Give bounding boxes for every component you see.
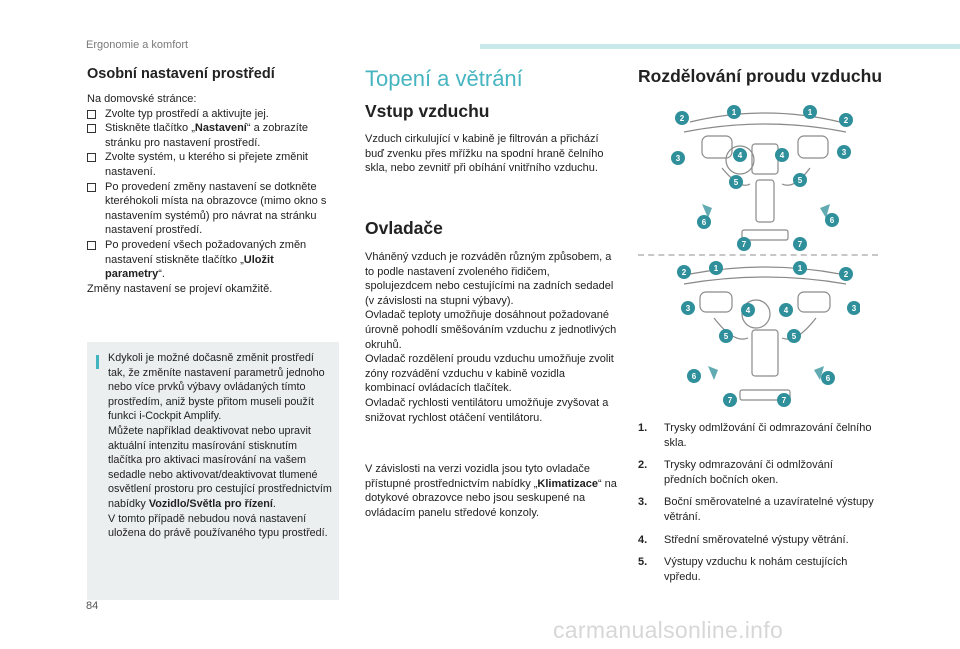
callout-3-right: 3 [847, 301, 860, 315]
svg-text:5: 5 [724, 332, 729, 341]
checkbox-bullet-icon [87, 182, 96, 192]
checkbox-bullet-icon [87, 240, 96, 250]
svg-text:1: 1 [714, 264, 719, 273]
header-accent-bar [480, 44, 960, 49]
list-item: Po provedení změny nastavení se dotkněte… [87, 180, 333, 238]
callout-6-left: 6 [697, 215, 711, 229]
page-number: 84 [86, 600, 99, 612]
svg-text:4: 4 [738, 151, 743, 160]
intro-text: Na domovské stránce: [87, 93, 197, 105]
watermark: carmanualsonline.info [553, 617, 784, 643]
callout-5-right: 5 [793, 173, 807, 187]
callout-1-left: 1 [727, 105, 741, 119]
callout-2-left: 2 [675, 111, 689, 125]
callout-group: 1 1 2 2 3 3 4 4 5 5 6 6 7 7 [677, 261, 860, 407]
svg-text:1: 1 [798, 264, 803, 273]
callout-7-left: 7 [723, 393, 737, 407]
legend-item: 1.Trysky odmlžování či odmrazování čelní… [638, 422, 872, 449]
callout-5-left: 5 [729, 175, 743, 189]
svg-text:1: 1 [732, 108, 737, 117]
svg-text:7: 7 [798, 240, 803, 249]
svg-text:6: 6 [830, 216, 835, 225]
info-icon [96, 355, 99, 369]
svg-text:6: 6 [702, 218, 707, 227]
svg-text:1: 1 [808, 108, 813, 117]
list-item: Zvolte typ prostředí a aktivujte jej. [87, 107, 333, 122]
svg-text:2: 2 [680, 114, 685, 123]
legend-item: 4.Střední směrovatelné výstupy větrání. [638, 533, 849, 546]
callout-3-left: 3 [671, 151, 685, 165]
svg-text:6: 6 [826, 374, 831, 383]
callout-4-right: 4 [779, 303, 793, 317]
svg-text:4: 4 [746, 306, 751, 315]
section-header: Ergonomie a komfort [86, 39, 189, 51]
callout-1-right: 1 [793, 261, 807, 275]
svg-text:6: 6 [692, 372, 697, 381]
callout-4-left: 4 [741, 303, 755, 317]
diagram-separator [638, 254, 878, 256]
checkbox-bullet-icon [87, 109, 96, 119]
callout-group: 1 1 2 2 3 3 4 4 5 5 6 6 7 7 [671, 105, 853, 251]
section-title-personal-settings: Osobní nastavení prostředí [87, 66, 275, 82]
info-box: Kdykoli je možné dočasně změnit prostřed… [87, 342, 339, 600]
callout-1-right: 1 [803, 105, 817, 119]
callout-6-right: 6 [825, 213, 839, 227]
legend-item: 3.Boční směrovatelné a uzavíratelné výst… [638, 496, 874, 523]
callout-7-right: 7 [777, 393, 791, 407]
legend-item: 5.Výstupy vzduchu k nohám cestujících vp… [638, 556, 848, 583]
svg-text:5: 5 [734, 178, 739, 187]
svg-text:7: 7 [782, 396, 787, 405]
svg-text:4: 4 [784, 306, 789, 315]
callout-7-right: 7 [793, 237, 807, 251]
svg-text:7: 7 [742, 240, 747, 249]
air-intake-text: Vzduch cirkulující v kabině je filtrován… [365, 133, 604, 175]
info-paragraph: V tomto případě nebudou nová nastavení u… [108, 512, 328, 540]
callout-4-right: 4 [775, 148, 789, 162]
callout-2-right: 2 [839, 267, 853, 281]
callout-6-left: 6 [687, 369, 701, 383]
checkbox-bullet-icon [87, 153, 96, 163]
diagram-legend: 1.Trysky odmlžování či odmrazování čelní… [638, 421, 878, 592]
callout-6-right: 6 [821, 371, 835, 385]
svg-text:5: 5 [798, 176, 803, 185]
callout-3-left: 3 [681, 301, 695, 315]
callout-2-right: 2 [839, 113, 853, 127]
outro-text: Změny nastavení se projeví okamžitě. [87, 282, 273, 295]
callout-7-left: 7 [737, 237, 751, 251]
list-item: Zvolte systém, u kterého si přejete změn… [87, 150, 333, 179]
svg-text:7: 7 [728, 396, 733, 405]
svg-text:4: 4 [780, 151, 785, 160]
personal-settings-text: Na domovské stránce: Zvolte typ prostřed… [87, 92, 333, 296]
subtitle-controls: Ovladače [365, 218, 443, 238]
svg-text:3: 3 [852, 304, 857, 313]
legend-item: 2.Trysky odmrazování či odmlžování předn… [638, 459, 833, 486]
svg-text:2: 2 [844, 116, 849, 125]
svg-text:3: 3 [842, 148, 847, 157]
svg-text:2: 2 [844, 270, 849, 279]
svg-text:3: 3 [676, 154, 681, 163]
svg-text:3: 3 [686, 304, 691, 313]
controls-text: Vháněný vzduch je rozváděn různým způsob… [365, 251, 617, 424]
svg-text:5: 5 [792, 332, 797, 341]
info-paragraph: Kdykoli je možné dočasně změnit prostřed… [108, 352, 325, 423]
callout-5-right: 5 [787, 329, 801, 343]
callout-3-right: 3 [837, 145, 851, 159]
section-title-air-distribution: Rozdělování proudu vzduchu [638, 66, 883, 86]
controls-access-text: V závislosti na verzi vozidla jsou tyto … [365, 463, 617, 519]
dashboard-diagram-bottom: 1 1 2 2 3 3 4 4 5 5 6 6 7 7 [677, 261, 860, 407]
callout-2-left: 2 [677, 265, 691, 279]
list-item: Po provedení všech požadovaných změn nas… [87, 238, 333, 282]
chapter-title: Topení a větrání [365, 66, 523, 91]
checkbox-bullet-icon [87, 124, 96, 134]
callout-5-left: 5 [719, 329, 733, 343]
svg-text:2: 2 [682, 268, 687, 277]
callout-1-left: 1 [709, 261, 723, 275]
list-item: Stiskněte tlačítko „Nastavení“ a zobrazí… [87, 121, 333, 150]
info-paragraph: Můžete například deaktivovat nebo upravi… [108, 424, 332, 510]
dashboard-diagram-top: 1 1 2 2 3 3 4 4 5 5 6 6 7 7 [671, 105, 853, 251]
callout-4-left: 4 [733, 148, 747, 162]
subtitle-air-intake: Vstup vzduchu [365, 101, 490, 121]
